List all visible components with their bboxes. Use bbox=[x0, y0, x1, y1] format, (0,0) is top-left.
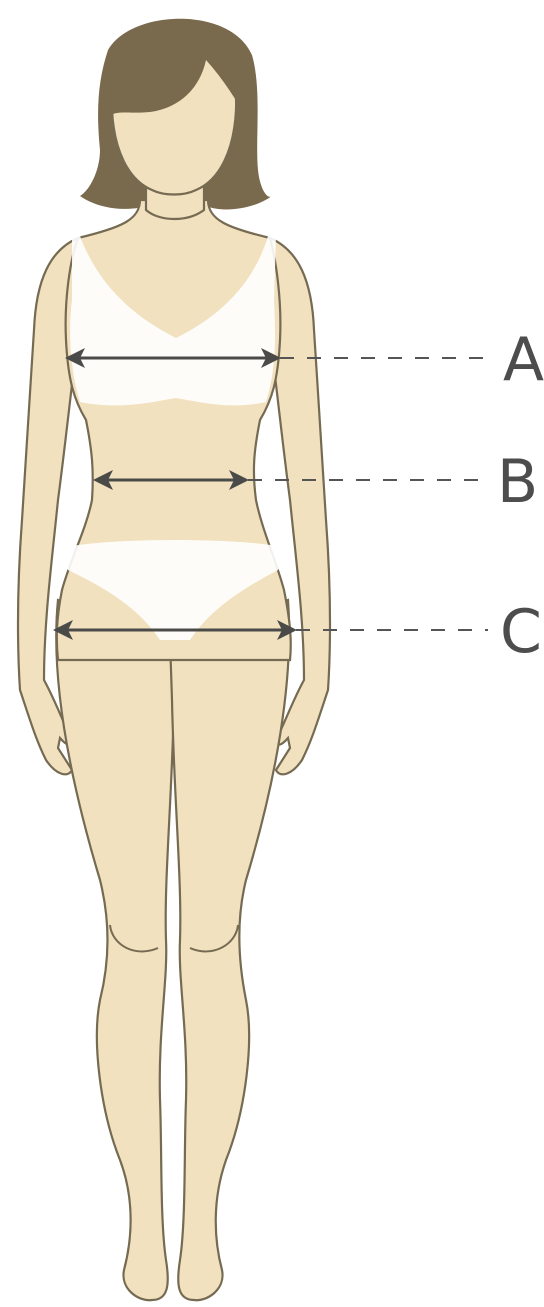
measurement-c-label: C bbox=[500, 597, 542, 667]
measurement-a-label: A bbox=[503, 325, 544, 395]
right-leg bbox=[170, 600, 289, 1300]
left-leg bbox=[56, 600, 176, 1300]
measurement-b-label: B bbox=[497, 447, 538, 517]
